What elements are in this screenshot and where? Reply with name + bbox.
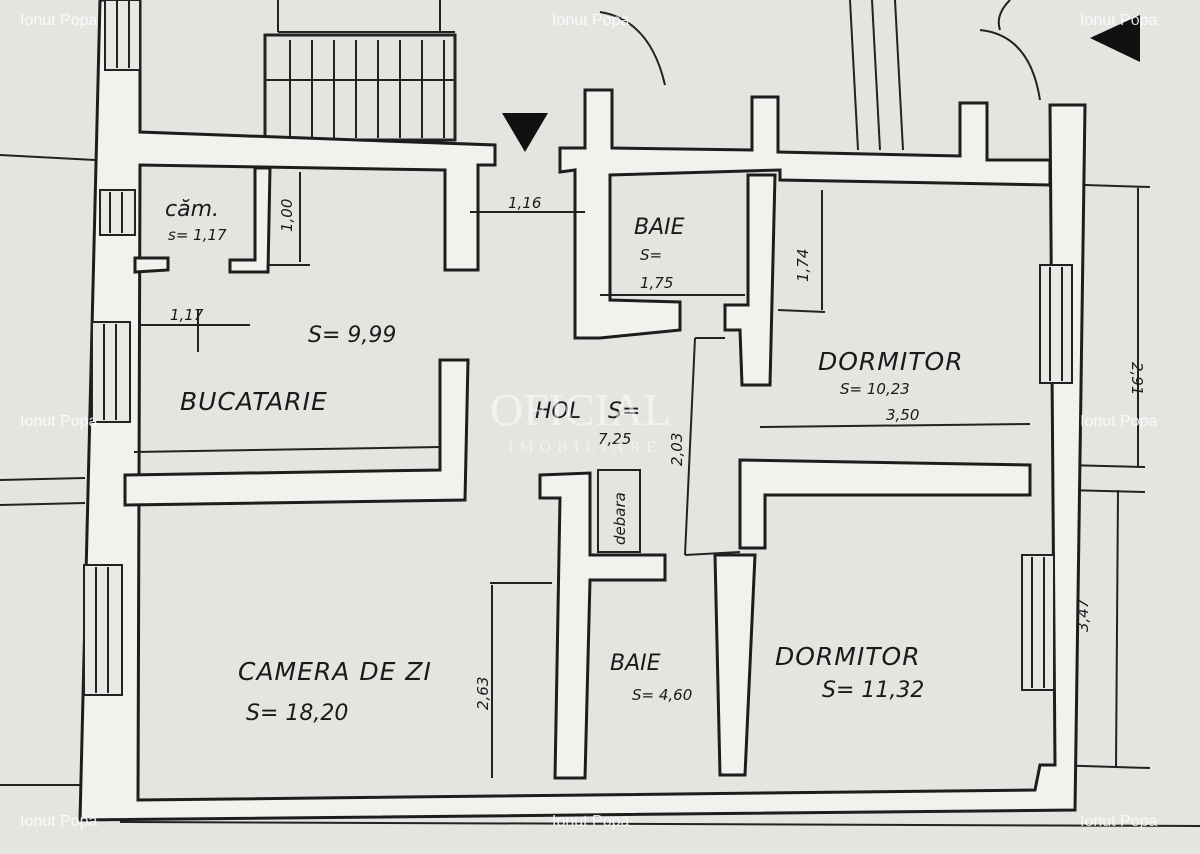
watermark: Ionut Popa <box>1080 12 1158 29</box>
baie-top-area-prefix: S= <box>640 246 662 264</box>
dim-camera-depth: 2,63 <box>474 677 492 710</box>
room-labels: căm. s= 1,17 S= 9,99 BUCATARIE BAIE S= 1… <box>165 197 964 726</box>
dim-right-top: 2,91 <box>1128 362 1146 395</box>
dormitor-top-name: DORMITOR <box>818 347 964 376</box>
logo-sub: IMOBILIARE <box>508 439 662 456</box>
camera-de-zi-area: S= 18,20 <box>246 701 348 726</box>
baie-top-name: BAIE <box>634 215 685 240</box>
watermark: Ionut Popa <box>20 813 98 830</box>
camara-name: căm. <box>165 197 219 222</box>
bucatarie-area: S= 9,99 <box>308 323 396 348</box>
brand-logo: OFICIAL IMOBILIARE <box>490 384 671 456</box>
debara-name: debara <box>611 492 629 545</box>
watermark: Ionut Popa <box>1080 813 1158 830</box>
dimension-labels: 1,00 1,17 1,16 1,74 2,03 2,63 2,91 3,47 <box>170 194 1146 710</box>
watermark: Ionut Popa <box>552 12 630 29</box>
north-arrow-icon <box>1090 15 1140 62</box>
dormitor-bottom-area: S= 11,32 <box>822 678 924 703</box>
watermark: Ionut Popa <box>20 12 98 29</box>
camara-area: s= 1,17 <box>168 226 227 244</box>
watermark: Ionut Popa <box>1080 413 1158 430</box>
logo-brand: OFICIAL <box>490 384 671 435</box>
dim-right-bottom: 3,47 <box>1074 598 1092 632</box>
watermark: Ionut Popa <box>20 413 98 430</box>
hol-area: 7,25 <box>598 430 631 448</box>
apartment-walls <box>78 0 1087 822</box>
baie-top-area: 1,75 <box>640 274 673 292</box>
hol-name: HOL <box>535 399 581 424</box>
dim-hol-height: 2,03 <box>668 433 686 466</box>
watermarks: Ionut Popa Ionut Popa Ionut Popa Ionut P… <box>20 12 1158 830</box>
dim-dormitor-top-depth: 1,74 <box>794 249 812 282</box>
dormitor-bottom-name: DORMITOR <box>775 642 921 671</box>
dormitor-top-area: S= 10,23 <box>840 380 910 398</box>
camera-de-zi-name: CAMERA DE ZI <box>238 657 432 686</box>
baie-bottom-area: S= 4,60 <box>632 686 692 704</box>
dim-cam-width: 1,17 <box>170 306 204 324</box>
watermark: Ionut Popa <box>552 813 630 830</box>
hol-area-prefix: S= <box>608 399 640 424</box>
staircase <box>263 0 457 142</box>
dimension-lines <box>133 172 1139 778</box>
baie-bottom-name: BAIE <box>610 651 661 676</box>
dormitor-top-extra: 3,50 <box>886 406 919 424</box>
entrance-arrow-icon <box>502 113 548 152</box>
bucatarie-name: BUCATARIE <box>180 387 328 416</box>
dim-hol-door: 1,16 <box>508 194 541 212</box>
dim-cam-height: 1,00 <box>278 199 296 232</box>
door-arcs <box>599 0 1041 101</box>
